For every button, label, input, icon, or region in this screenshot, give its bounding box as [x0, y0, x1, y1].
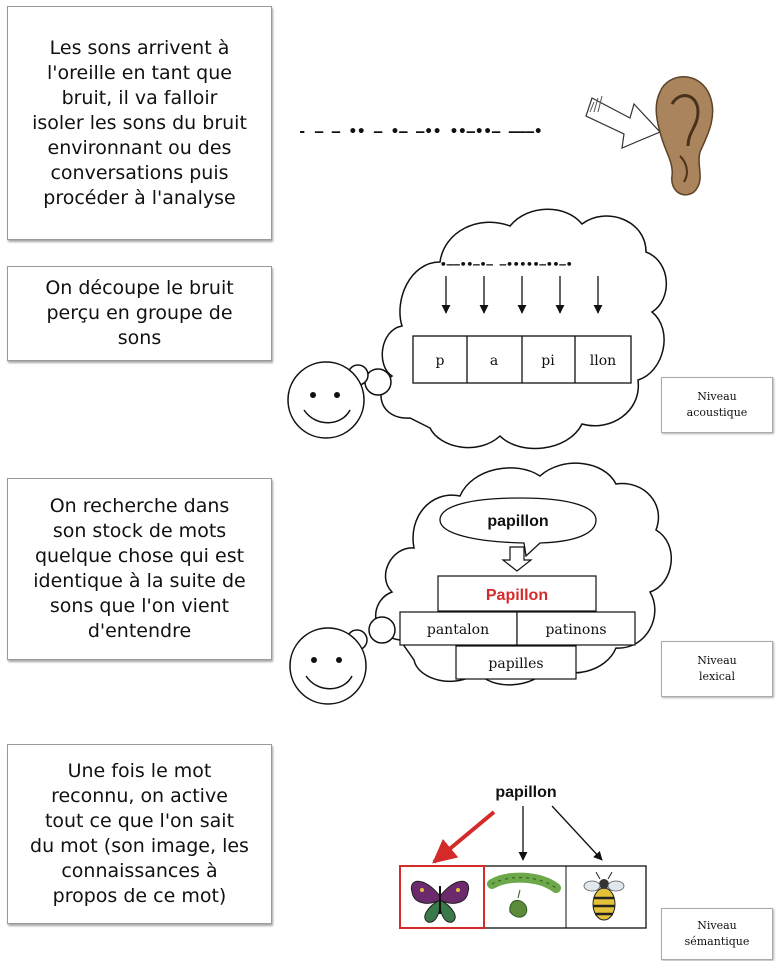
- level-line: sémantique: [684, 935, 750, 948]
- explanation-line: perçu en groupe de: [46, 302, 233, 324]
- explanation-line: son stock de mots: [52, 520, 227, 542]
- level-semantic-label: Niveau sémantique: [661, 908, 773, 960]
- explanation-box-4: Une fois le mot reconnu, on active tout …: [7, 744, 272, 924]
- ear-icon: [655, 76, 714, 196]
- butterfly-icon: [410, 880, 470, 923]
- explanation-line: identique à la suite de: [33, 570, 246, 592]
- explanation-line: quelque chose qui est: [34, 545, 245, 567]
- segmented-noise: •––••–•– –•••••–••–•: [440, 258, 572, 271]
- semantic-arrow-red: [432, 810, 496, 864]
- explanation-line: Les sons arrivent à: [49, 36, 230, 59]
- level-line: Niveau: [697, 390, 737, 403]
- hollow-down-arrow-icon: [501, 546, 533, 572]
- face-lexical-icon: [289, 627, 367, 705]
- syllable: a: [490, 353, 498, 369]
- explanation-line: isoler les sons du bruit: [32, 111, 247, 134]
- syllable: p: [436, 353, 445, 369]
- semantic-image-highlight: [399, 865, 485, 929]
- explanation-line: connaissances à: [61, 860, 218, 882]
- explanation-line: procéder à l'analyse: [43, 186, 236, 209]
- candidate-word: patinons: [545, 622, 606, 638]
- syllable: pi: [541, 353, 555, 369]
- lexicon-candidate-row: pantalon patinons: [399, 611, 636, 646]
- explanation-line: propos de ce mot): [52, 885, 227, 907]
- explanation-line: On découpe le bruit: [45, 277, 234, 299]
- syllable: llon: [590, 353, 616, 369]
- explanation-line: d'entendre: [87, 620, 192, 642]
- explanation-line: tout ce que l'on sait: [44, 810, 235, 832]
- explanation-line: On recherche dans: [49, 495, 230, 517]
- level-line: acoustique: [686, 406, 748, 419]
- explanation-box-3: On recherche dans son stock de mots quel…: [7, 478, 272, 660]
- level-line: Niveau: [697, 919, 737, 932]
- level-acoustic-label: Niveau acoustique: [661, 377, 773, 433]
- explanation-line: bruit, il va falloir: [61, 86, 218, 109]
- sound-arrow-icon: [585, 95, 662, 149]
- thought-cloud-acoustic: [347, 208, 667, 450]
- explanation-line: Une fois le mot: [67, 760, 212, 782]
- explanation-line: l'oreille en tant que: [47, 61, 232, 84]
- matched-word: Papillon: [486, 587, 548, 604]
- bee-icon: [583, 871, 625, 921]
- explanation-box-1: Les sons arrivent à l'oreille en tant qu…: [7, 6, 272, 240]
- semantic-arrow: [551, 805, 603, 861]
- syllable-row: p a pi llon: [412, 335, 632, 384]
- noise-stream: - – – •• – •– –•• ••–••– –––•: [298, 124, 542, 140]
- level-line: lexical: [699, 670, 735, 683]
- explanation-line: sons: [117, 327, 162, 349]
- heard-word: papillon: [487, 513, 548, 530]
- semantic-word: papillon: [495, 784, 556, 801]
- explanation-line: du mot (son image, les: [30, 835, 249, 857]
- explanation-line: sons que l'on vient: [49, 595, 230, 617]
- explanation-box-2: On découpe le bruit perçu en groupe de s…: [7, 266, 272, 361]
- candidate-word: pantalon: [427, 622, 489, 638]
- lexicon-candidate-bottom: papilles: [455, 645, 577, 680]
- face-acoustic-icon: [287, 361, 365, 439]
- heard-word-bubble: papillon: [439, 497, 597, 558]
- lexicon-match: Papillon: [437, 575, 597, 612]
- level-line: Niveau: [697, 654, 737, 667]
- candidate-word: papilles: [488, 656, 543, 672]
- explanation-line: environnant ou des: [47, 136, 232, 159]
- caterpillar-icon: [487, 872, 561, 918]
- level-lexical-label: Niveau lexical: [661, 641, 773, 697]
- explanation-line: conversations puis: [50, 161, 229, 184]
- explanation-line: reconnu, on active: [51, 785, 228, 807]
